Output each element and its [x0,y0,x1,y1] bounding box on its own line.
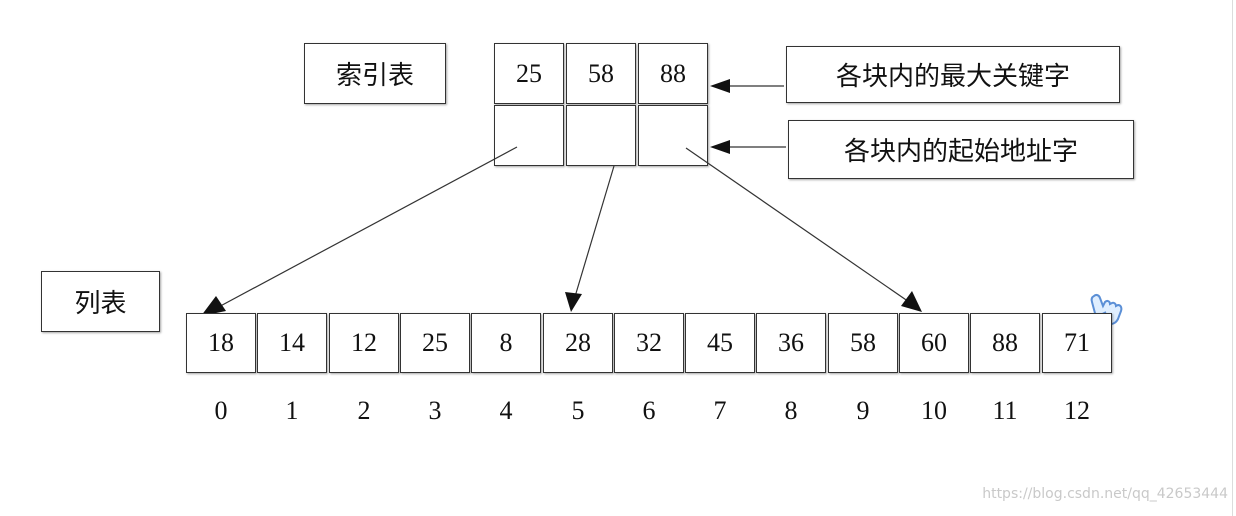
list-index-label: 8 [784,396,798,425]
list-index-label: 0 [214,396,228,425]
list-cell: 60 [899,313,969,373]
index-key-cell: 88 [638,43,708,104]
list-index-label: 2 [357,396,371,425]
index-table-label: 索引表 [304,43,446,104]
list-index-label: 6 [642,396,656,425]
list-index-label: 11 [992,396,1018,425]
list-cell: 58 [828,313,898,373]
list-cell: 25 [400,313,470,373]
index-addr-cell [494,105,564,166]
caption-arrowhead [710,79,730,93]
list-cell: 45 [685,313,755,373]
index-addr-cell [566,105,636,166]
list-cell: 18 [186,313,256,373]
list-index-label: 1 [285,396,299,425]
list-index-label: 12 [1064,396,1090,425]
list-cell: 32 [614,313,684,373]
list-index-label: 5 [571,396,585,425]
block-pointer-arrowhead [901,291,922,312]
block-pointer-arrow [212,146,518,311]
list-cell: 88 [970,313,1040,373]
list-index-label: 7 [713,396,727,425]
list-index-label: 10 [921,396,947,425]
block-pointer-arrowhead [565,292,582,312]
list-cell: 14 [257,313,327,373]
list-cell: 71 [1042,313,1112,373]
list-index-label: 4 [499,396,513,425]
list-cell: 12 [329,313,399,373]
watermark: https://blog.csdn.net/qq_42653444 [982,486,1228,502]
block-pointer-arrow [685,147,913,305]
list-cell: 36 [756,313,826,373]
edge-divider [1232,0,1233,516]
index-key-cell: 58 [566,43,636,104]
index-key-cell: 25 [494,43,564,104]
start-addr-caption: 各块内的起始地址字 [788,120,1134,179]
list-cell: 28 [543,313,613,373]
list-label: 列表 [41,271,160,332]
list-index-label: 9 [856,396,870,425]
max-key-caption: 各块内的最大关键字 [786,46,1120,103]
block-pointer-arrow [573,165,615,301]
list-cell: 8 [471,313,541,373]
list-index-label: 3 [428,396,442,425]
block-pointer-arrowhead [201,296,226,316]
caption-arrowhead [710,140,730,154]
